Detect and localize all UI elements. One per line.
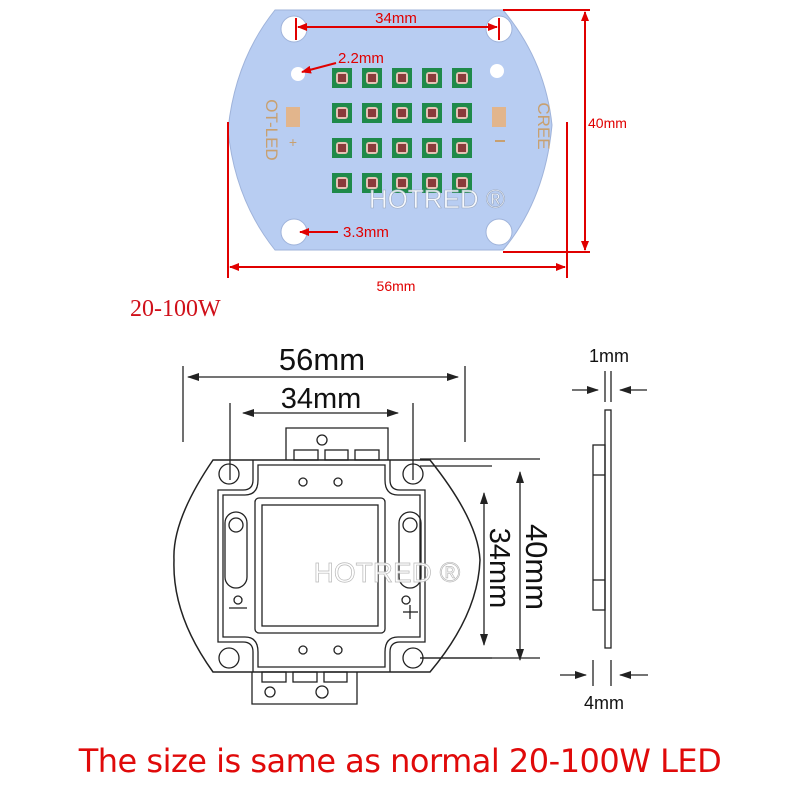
led-chip (422, 68, 442, 88)
silkscreen-cree: CREE (534, 102, 553, 149)
led-chip (332, 173, 352, 193)
led-chip (362, 173, 382, 193)
footer-caption: The size is same as normal 20-100W LED (78, 742, 722, 780)
led-chip (422, 173, 442, 193)
label-inner-width: 34mm (281, 383, 362, 415)
led-chip (422, 103, 442, 123)
led-chip (362, 103, 382, 123)
label-height: 40mm (588, 115, 627, 131)
mount-hole-tl (280, 15, 308, 43)
pad-minus (492, 107, 506, 127)
led-chip (452, 138, 472, 158)
led-chip (422, 138, 442, 158)
technical-drawing: 56mm 34mm 40mm 34mm 1mm 4mm HOTRED ® (173, 342, 648, 713)
led-chip (392, 173, 412, 193)
led-chip (452, 68, 472, 88)
led-chip (392, 138, 412, 158)
label-total-thickness: 4mm (584, 693, 624, 713)
svg-text:+: + (289, 134, 297, 150)
led-chip (332, 68, 352, 88)
label-mount-hole: 3.3mm (343, 224, 389, 241)
led-chip (392, 68, 412, 88)
small-hole-r (490, 64, 504, 78)
pad-plus (286, 107, 300, 127)
mount-hole-br (485, 218, 513, 246)
led-chip (362, 138, 382, 158)
small-hole-l (291, 67, 305, 81)
label-hole-spacing: 34mm (375, 10, 417, 27)
led-board-photo: + OT-LED CREE HOTRED ® 34mm 2.2mm 3.3mm … (227, 9, 627, 294)
led-chip (332, 138, 352, 158)
watermark-bottom: HOTRED ® (314, 557, 461, 588)
label-width: 56mm (377, 278, 416, 294)
led-chip (392, 103, 412, 123)
led-chip (452, 173, 472, 193)
label-inner-height: 34mm (483, 528, 515, 609)
led-chip (362, 68, 382, 88)
led-grid (332, 68, 472, 193)
label-outer-height: 40mm (519, 524, 554, 610)
led-chip (332, 103, 352, 123)
power-range-label: 20-100W (130, 296, 221, 322)
label-small-hole: 2.2mm (338, 50, 384, 67)
led-chip (452, 103, 472, 123)
watermark-top: HOTRED ® (369, 184, 505, 214)
label-pcb-thickness: 1mm (589, 346, 629, 366)
silkscreen-ot-led: OT-LED (262, 99, 281, 160)
label-outer-width: 56mm (279, 342, 365, 377)
